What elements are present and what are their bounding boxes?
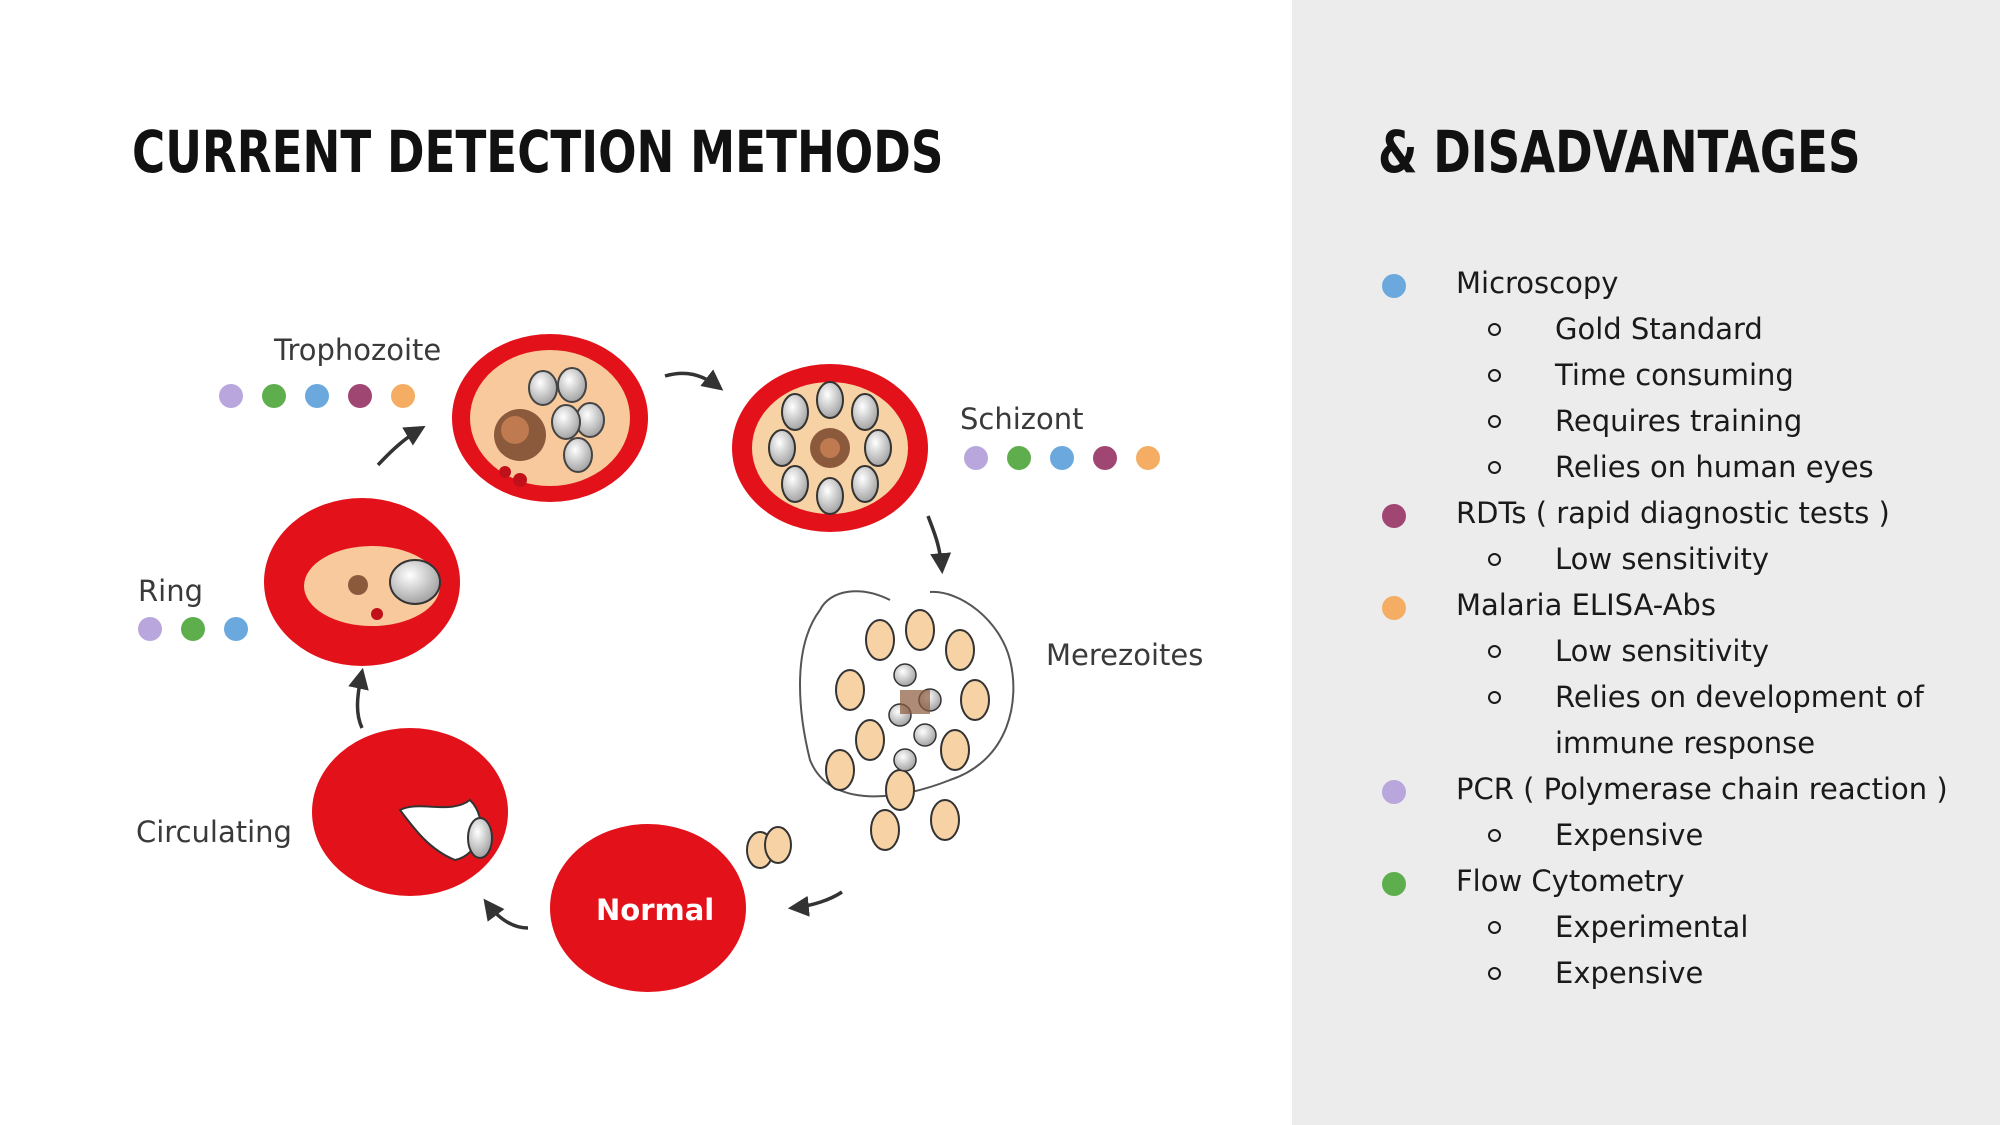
disadvantage-item: Expensive: [1378, 952, 1978, 998]
stage-label-circulating: Circulating: [136, 815, 292, 849]
disadvantage-text: Expensive: [1555, 956, 1704, 990]
cycle-arrows: [348, 369, 952, 930]
disadvantage-item: Expensive: [1378, 814, 1978, 860]
disadvantage-text: Gold Standard: [1555, 312, 1763, 346]
page-title: CURRENT DETECTION METHODS: [132, 118, 944, 186]
disadvantage-text: Experimental: [1555, 910, 1749, 944]
disadvantage-item: Relies on development of immune response: [1378, 676, 1978, 768]
method-item-flow: Flow Cytometry: [1378, 860, 1978, 906]
method-dot-pcr: [964, 446, 988, 470]
disadvantage-text: Low sensitivity: [1555, 542, 1770, 576]
method-item-rdt: RDTs ( rapid diagnostic tests ): [1378, 492, 1978, 538]
malaria-lifecycle-diagram: Trophozoite Schizont Ring Merezoites Cir…: [136, 333, 1204, 992]
method-item-elisa: Malaria ELISA-Abs: [1378, 584, 1978, 630]
disadvantage-text: Low sensitivity: [1555, 634, 1770, 668]
method-name: Microscopy: [1456, 266, 1619, 300]
normal-cell: [550, 824, 746, 992]
hollow-bullet: [1488, 691, 1501, 704]
method-item-microscopy: Microscopy: [1378, 262, 1978, 308]
schizont-cell: [732, 364, 928, 532]
method-dot-flow: [181, 617, 205, 641]
hollow-bullet: [1488, 553, 1501, 566]
method-dot-flow: [1007, 446, 1031, 470]
stage-label-merozoites: Merezoites: [1046, 638, 1204, 672]
hollow-bullet: [1488, 921, 1501, 934]
circulating-cell: [312, 728, 508, 896]
method-bullet: [1382, 872, 1406, 896]
merozoites-cluster: [799, 590, 1015, 851]
method-name: PCR ( Polymerase chain reaction ): [1456, 772, 1948, 806]
disadvantage-item: Experimental: [1378, 906, 1978, 952]
disadvantage-text: Relies on development of immune response: [1555, 680, 1924, 760]
method-dot-pcr: [219, 384, 243, 408]
disadvantage-text: Time consuming: [1555, 358, 1794, 392]
method-dot-elisa: [1136, 446, 1160, 470]
disadvantage-item: Low sensitivity: [1378, 538, 1978, 584]
disadvantage-text: Relies on human eyes: [1555, 450, 1874, 484]
right-panel: [1292, 0, 2000, 1125]
hollow-bullet: [1488, 829, 1501, 842]
method-name: RDTs ( rapid diagnostic tests ): [1456, 496, 1890, 530]
stage-label-normal: Normal: [596, 893, 715, 927]
hollow-bullet: [1488, 415, 1501, 428]
method-dot-microscopy: [305, 384, 329, 408]
section-title-disadvantages: & DISADVANTAGES: [1378, 118, 1861, 186]
method-bullet: [1382, 596, 1406, 620]
disadvantage-item: Time consuming: [1378, 354, 1978, 400]
disadvantage-item: Low sensitivity: [1378, 630, 1978, 676]
hollow-bullet: [1488, 967, 1501, 980]
disadvantage-text: Expensive: [1555, 818, 1704, 852]
lifecycle-artwork: [264, 334, 1015, 992]
hollow-bullet: [1488, 369, 1501, 382]
method-bullet: [1382, 274, 1406, 298]
stage-label-trophozoite: Trophozoite: [274, 333, 442, 367]
method-dot-rdt: [1093, 446, 1117, 470]
method-dot-flow: [262, 384, 286, 408]
disadvantage-item: Gold Standard: [1378, 308, 1978, 354]
disadvantage-text: Requires training: [1555, 404, 1803, 438]
trophozoite-cell: [452, 334, 648, 502]
method-name: Flow Cytometry: [1456, 864, 1685, 898]
hollow-bullet: [1488, 323, 1501, 336]
method-bullet: [1382, 780, 1406, 804]
stage-label-ring: Ring: [138, 574, 203, 608]
method-bullet: [1382, 504, 1406, 528]
method-dot-microscopy: [224, 617, 248, 641]
method-dot-microscopy: [1050, 446, 1074, 470]
disadvantage-item: Requires training: [1378, 400, 1978, 446]
method-dot-elisa: [391, 384, 415, 408]
hollow-bullet: [1488, 461, 1501, 474]
ring-method-dots: [138, 617, 248, 641]
free-merozoites: [746, 826, 792, 869]
method-item-pcr: PCR ( Polymerase chain reaction ): [1378, 768, 1978, 814]
ring-cell: [264, 498, 460, 666]
method-name: Malaria ELISA-Abs: [1456, 588, 1716, 622]
method-dot-rdt: [348, 384, 372, 408]
trophozoite-method-dots: [219, 384, 415, 408]
disadvantage-item: Relies on human eyes: [1378, 446, 1978, 492]
schizont-method-dots: [964, 446, 1160, 470]
method-dot-pcr: [138, 617, 162, 641]
stage-label-schizont: Schizont: [960, 402, 1084, 436]
hollow-bullet: [1488, 645, 1501, 658]
